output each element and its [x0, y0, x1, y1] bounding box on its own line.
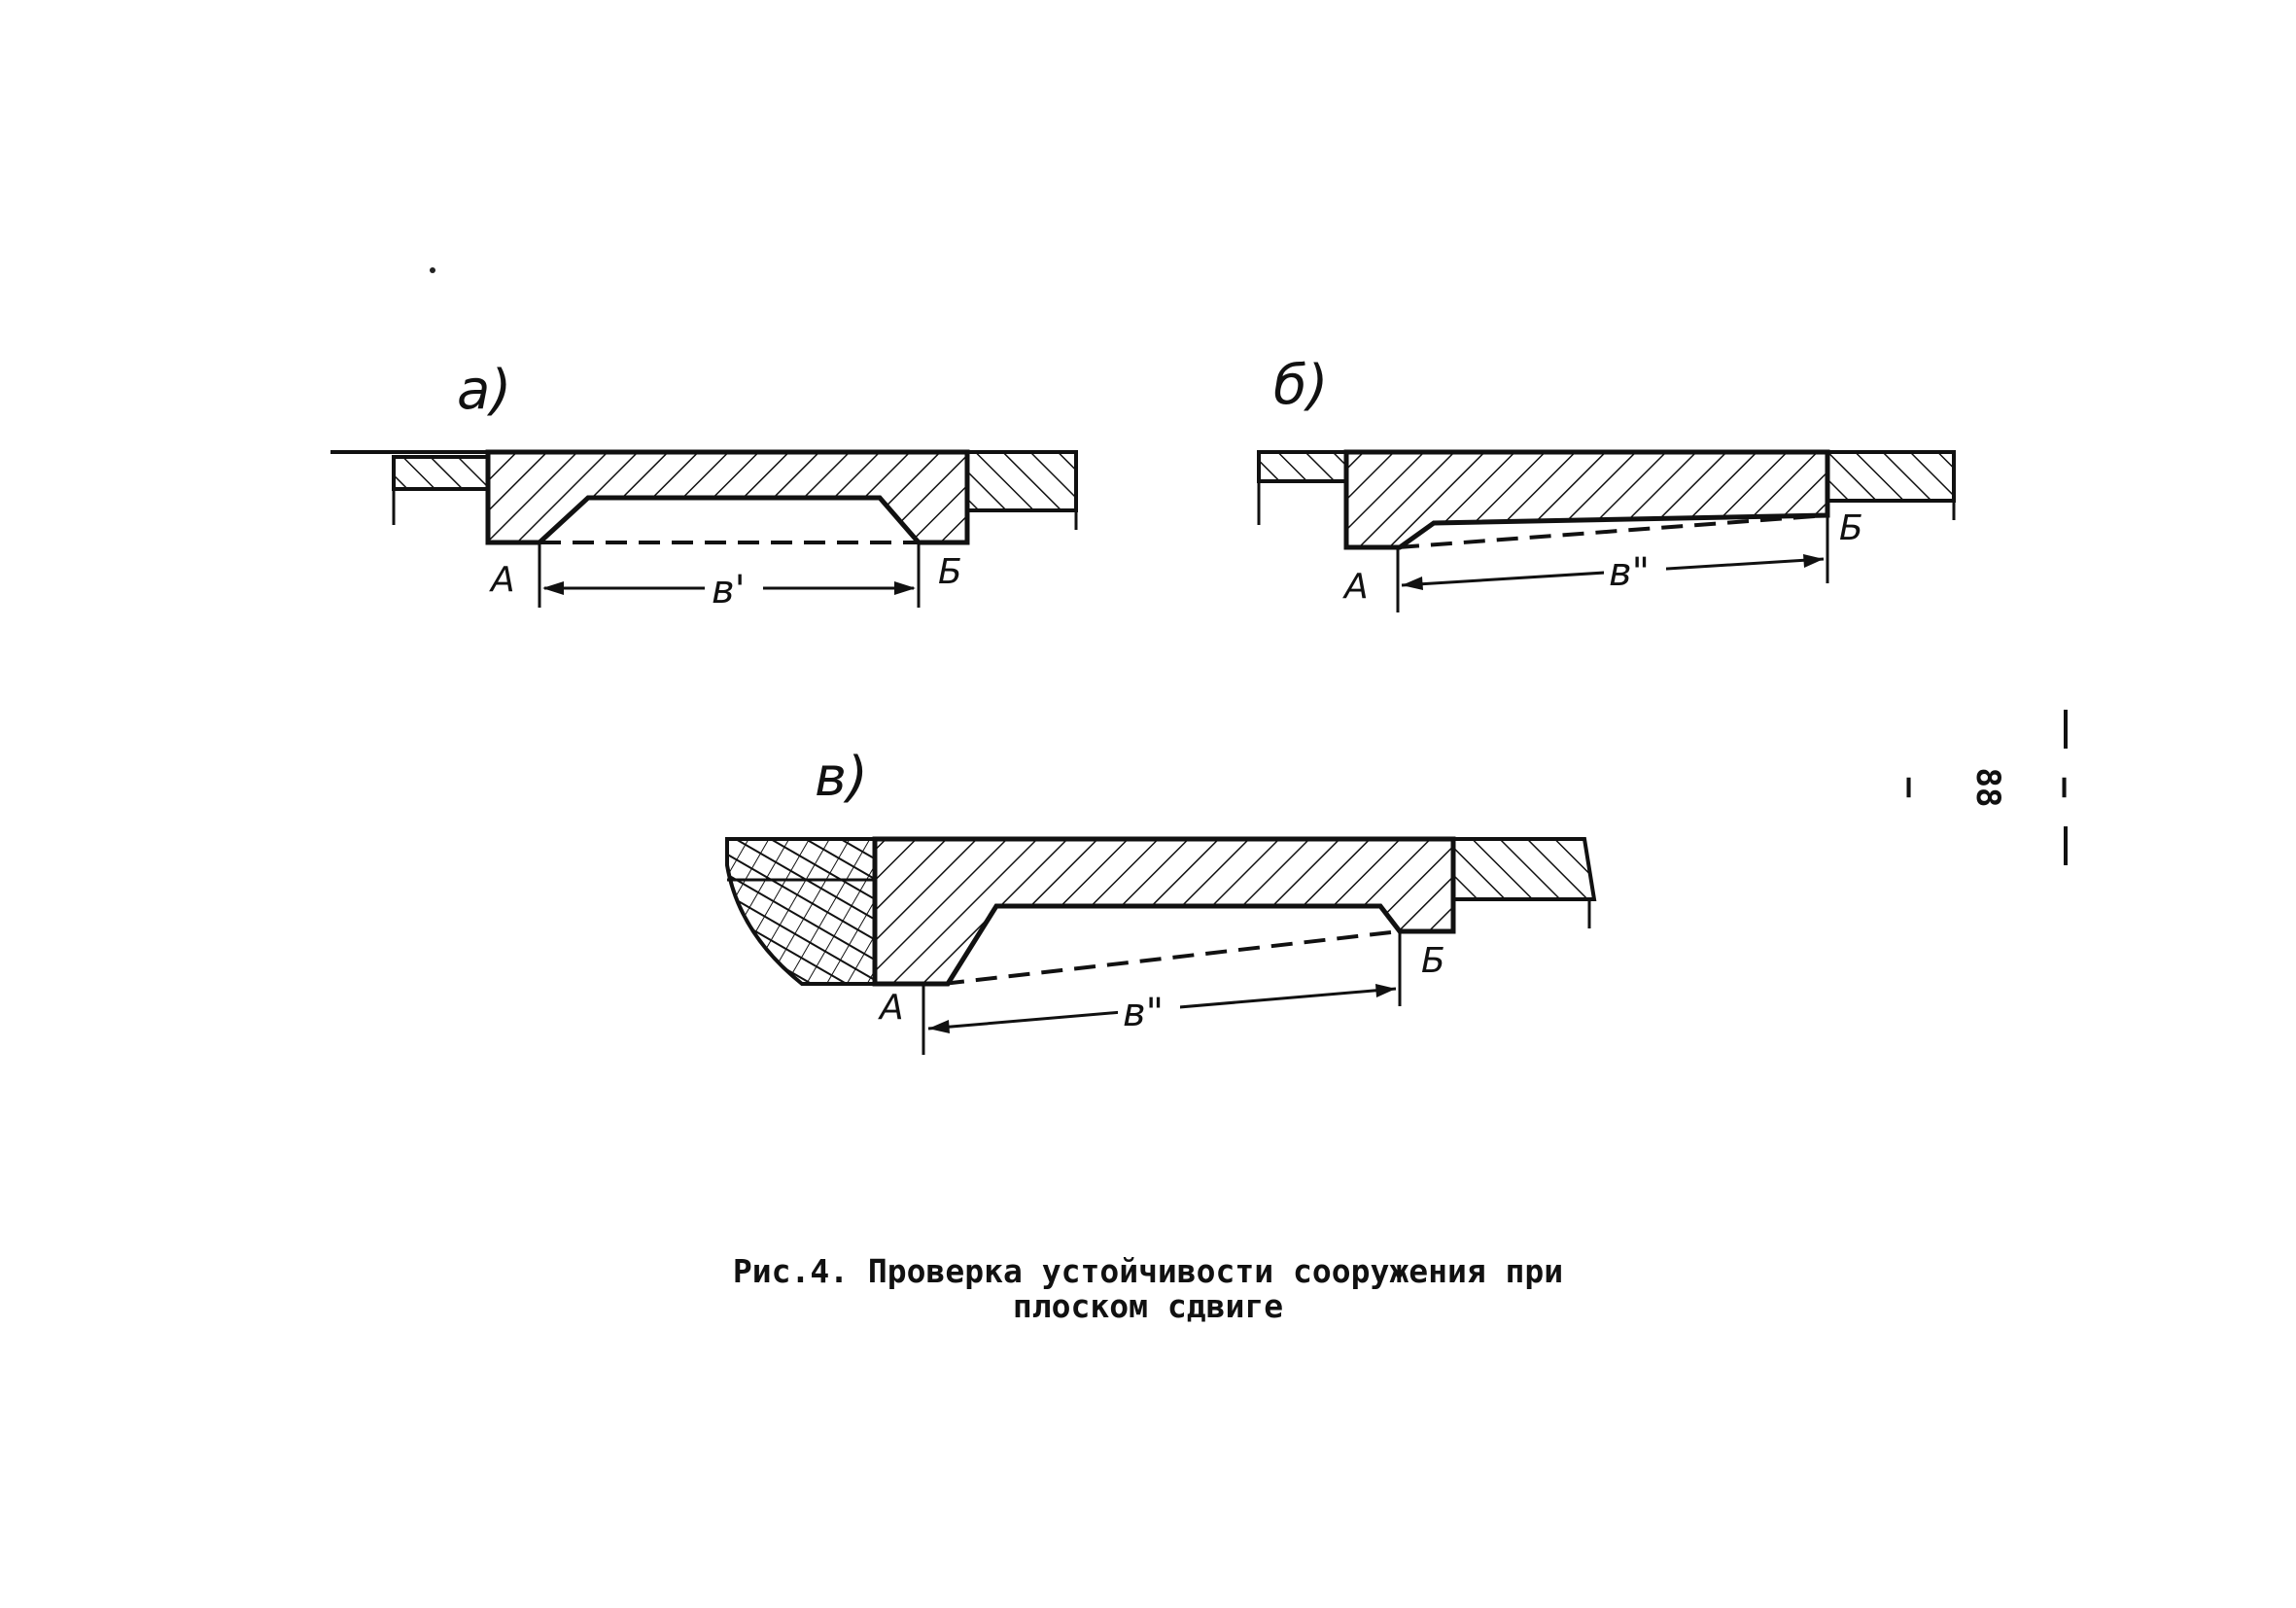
point-a-label: А [878, 988, 904, 1028]
structure-b [1343, 449, 1830, 550]
page-number: — 88 — [1891, 749, 2105, 826]
panel-b: б) А Б в" [1257, 354, 1956, 612]
figure-caption: Рис.4. Проверка устойчивости сооружения … [0, 1254, 2296, 1324]
width-label: в" [1123, 991, 1164, 1035]
structure-c [872, 836, 1456, 987]
soil-left [392, 455, 490, 491]
width-label: в' [712, 568, 746, 612]
soil-right [965, 450, 1078, 512]
panel-c: в) А Б в" [725, 746, 1597, 1055]
panel-c-label: в) [815, 746, 868, 809]
point-b-label: Б [938, 552, 962, 592]
structure-a [485, 449, 970, 545]
slip-line [942, 929, 1401, 986]
slip-line [1397, 513, 1828, 549]
soil-left [1257, 450, 1348, 483]
point-a-label: А [489, 560, 515, 600]
caption-line-1: Рис.4. Проверка устойчивости сооружения … [732, 1252, 1564, 1290]
soil-mass-left [725, 837, 877, 986]
caption-line-2: плоском сдвиге [1012, 1287, 1284, 1325]
point-b-label: Б [1421, 941, 1445, 981]
panel-a: а) А Б в' [330, 359, 1078, 612]
point-a-label: А [1342, 567, 1369, 607]
soil-right [1826, 450, 1956, 503]
width-label: в" [1609, 550, 1650, 595]
soil-right [1451, 837, 1597, 901]
panel-b-label: б) [1273, 354, 1328, 417]
panel-a-label: а) [457, 359, 511, 422]
point-b-label: Б [1839, 508, 1863, 548]
